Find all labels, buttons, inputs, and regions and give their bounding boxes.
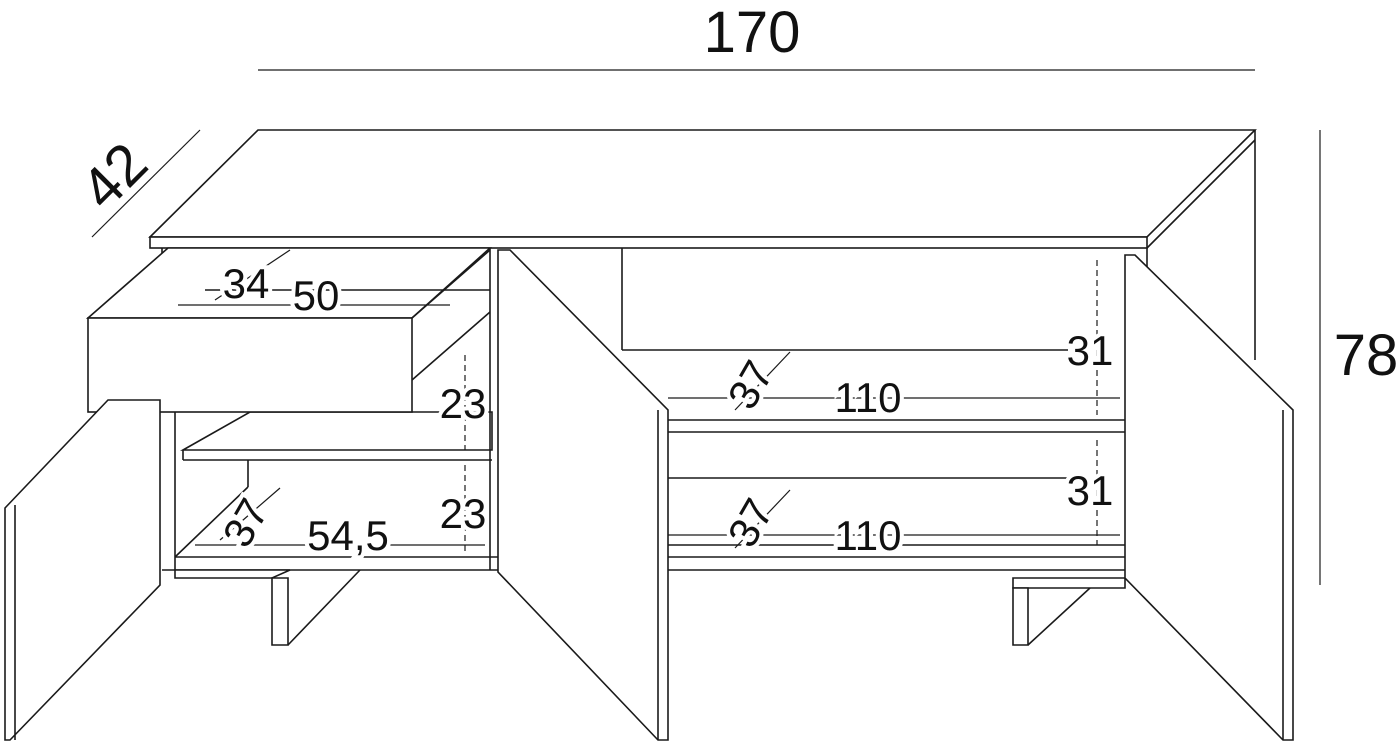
drawer-front: [87, 317, 413, 413]
top-panel: [148, 129, 1257, 238]
bottom-left-depth: [174, 486, 249, 558]
left-leg: [271, 577, 289, 646]
left-leg-depth: [287, 569, 361, 646]
right-upper-depth-label: 37: [718, 353, 782, 417]
right-side-top-edge: [1146, 139, 1256, 249]
middle-door: [497, 249, 669, 741]
left-shelf-depth-line: [219, 487, 281, 541]
right-upper-height-label: 31: [1067, 327, 1114, 374]
left-shelf-width-label: 54,5: [307, 512, 389, 559]
right-lower-width-label: 110: [835, 512, 902, 559]
drawer-depth-label: 34: [223, 260, 270, 307]
height-label: 78: [1334, 323, 1398, 388]
drawer-width-label: 50: [293, 272, 340, 319]
right-leg-depth: [1027, 587, 1091, 646]
left-shelf: [179, 411, 493, 451]
drawer-side: [411, 249, 491, 319]
top-front-edge: [149, 236, 1148, 249]
right-door: [1124, 254, 1294, 741]
right-lower-height-label: 31: [1067, 467, 1114, 514]
depth-dimension-line: [91, 129, 201, 238]
right-lower-depth-line: [734, 489, 791, 549]
right-leg: [1012, 587, 1029, 646]
depth-label: 42: [68, 130, 160, 222]
drawer-depth-line: [214, 249, 291, 301]
left-door: [4, 399, 161, 741]
right-plinth: [1012, 577, 1126, 589]
left-upper-height-label: 23: [440, 380, 487, 427]
drawer-box-top: [85, 247, 493, 319]
width-label: 170: [704, 0, 801, 65]
left-lower-height-label: 23: [440, 490, 487, 537]
right-upper-depth-line: [734, 351, 791, 411]
right-upper-width-label: 110: [835, 374, 902, 421]
left-plinth: [174, 569, 291, 579]
drawer-side-bottom: [411, 311, 491, 381]
